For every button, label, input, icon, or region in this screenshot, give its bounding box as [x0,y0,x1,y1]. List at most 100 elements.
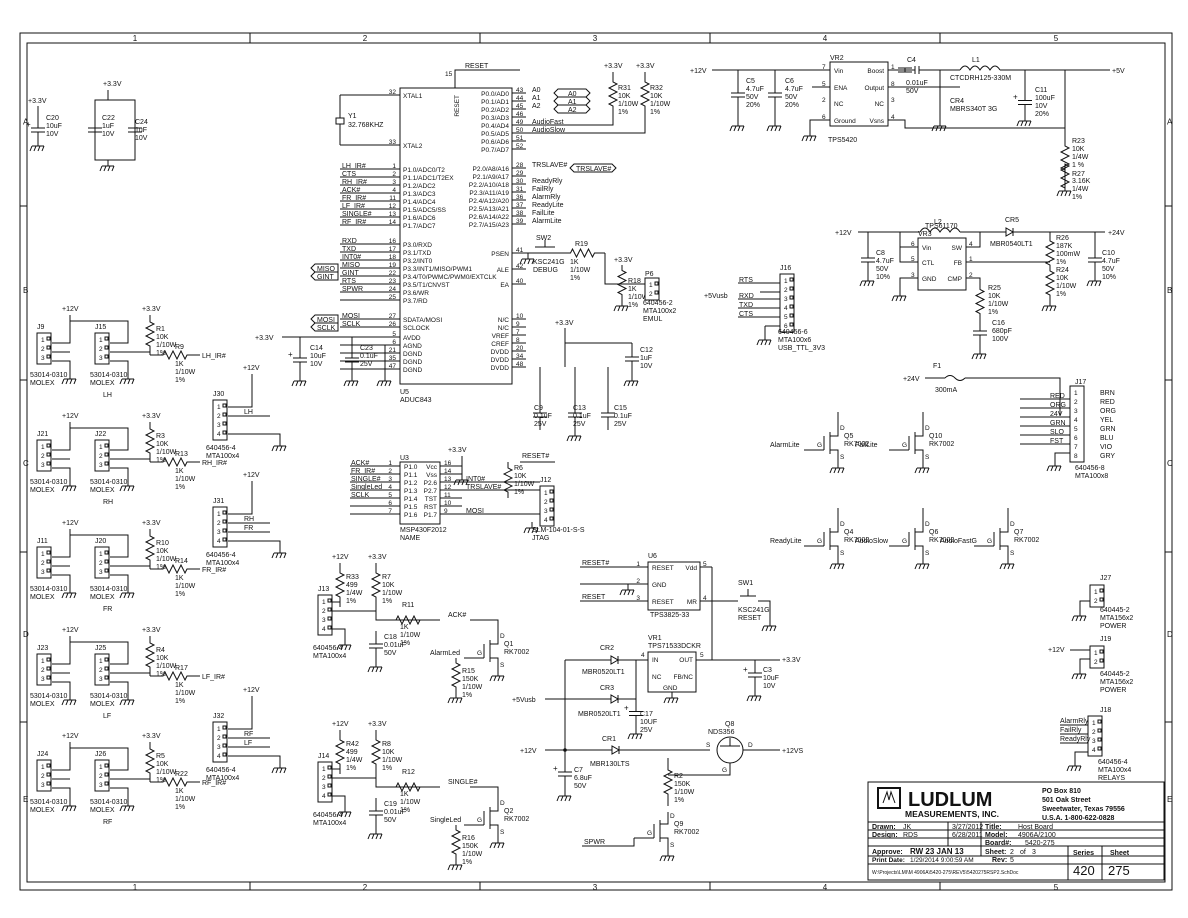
pin-name: P0.6/AD6 [481,139,509,146]
pin-letter: D [840,425,845,432]
pin-square [222,752,227,757]
ref-designator: Q1 [504,641,513,648]
net-label: RTS [342,278,356,285]
rail-label: +3.3V [103,81,122,88]
pin-name: P0.5/AD5 [481,131,509,138]
net-label: SPWR [342,286,363,293]
net-label: AudioFast [532,119,564,126]
rail-label: +12VS [782,748,804,755]
ground-symbol [568,795,572,802]
ground-symbol [33,145,37,152]
net-label: MOSI [466,508,484,515]
ref-designator: C20 [46,115,59,122]
part-value: 10V [640,363,653,370]
ground-symbol [65,378,69,385]
ground-symbol [1003,563,1007,570]
pin-square [104,772,109,777]
ground-symbol [123,378,127,385]
ground-symbol [131,805,135,812]
pin-name: Vin [834,68,844,75]
resistor [370,730,382,774]
pin-number: 17 [389,246,397,253]
part-value: MTA100x2 [643,308,676,315]
ground-symbol [107,165,111,172]
net-label: SCLK [351,492,370,499]
part-value: 6.8uF [574,775,592,782]
pin-number: 1 [41,444,45,451]
part-value: 10% [876,274,890,281]
ground-symbol [123,592,127,599]
pin-name: FB/NC [674,674,694,681]
pin-number: 1 [322,599,326,606]
net-tag [310,322,339,332]
net-label: TRSLAVE# [466,484,501,491]
part-value: 1K [175,361,184,368]
ground-symbol [459,864,463,871]
part-value: 1% [156,777,166,784]
net-label: TXD [342,246,356,253]
ref-designator: Q9 [674,821,683,828]
net-label: AlarmRly [532,194,561,201]
pin-letter: G [477,817,482,824]
wire [582,838,635,847]
resistor [376,781,440,793]
part-value: 25V [614,421,627,428]
pin-square [222,412,227,417]
part-value: 0.01uF [906,80,928,87]
net-label: GRN [1050,420,1066,427]
pin-number: 5 [703,561,707,568]
part-value: 50V [384,817,397,824]
rail-label: +3.3V [142,306,161,313]
part-value: 1% [988,309,998,316]
pin-name: Vss [426,472,438,479]
pin-number: 2 [392,171,396,178]
wire [228,374,253,408]
wire-color: BRN [1100,390,1115,397]
pin-square [327,625,332,630]
ground-symbol [829,563,833,570]
ref-designator: J19 [1100,636,1111,643]
ground-symbol [841,563,845,570]
ground-symbol [667,855,671,862]
ground-symbol [69,699,73,706]
fet-source [490,657,499,670]
company-name: MEASUREMENTS, INC. [905,809,999,819]
pin-square [327,792,332,797]
part-value: 300mA [935,387,958,394]
pin-square [222,725,227,730]
pin-square [104,568,109,573]
pin-letter: G [902,538,907,545]
net-label: RF_IR# [202,780,226,787]
part-value: MOLEX [30,701,55,708]
ground-symbol [971,353,975,360]
part-value: MTA100x4 [1098,767,1131,774]
rail-label: +12V [520,748,537,755]
pin-number: 1 [41,764,45,771]
part-value: 1% [175,698,185,705]
net-label: SLO [1050,429,1065,436]
wire [899,277,918,290]
ground-symbol [1074,765,1078,772]
part-value: RELAYS [1098,775,1125,782]
pin-name: P1.1/ADC1/T2EX [403,175,454,182]
resistor [607,72,619,116]
part-value: JTAG [532,535,549,542]
pin-square [1099,597,1104,602]
ground-symbol [279,445,283,452]
pin-letter: S [840,454,845,461]
part-value: 4.7uF [785,86,803,93]
ground-symbol [801,135,805,142]
pin-number: 4 [703,595,707,602]
ground-symbol [459,697,463,704]
field-value: 3 [1032,849,1036,856]
pin-number: 16 [389,238,397,245]
vr1-body [647,651,697,693]
part-value: 53014-0310 [90,479,127,486]
pin-square [46,443,51,448]
pin-name: P2.6/A14/A22 [469,214,509,221]
part-value: MOLEX [30,594,55,601]
part-value: 10K [156,548,169,555]
net-label: ORG [1050,402,1066,409]
net-label: LF_IR# [342,203,365,210]
